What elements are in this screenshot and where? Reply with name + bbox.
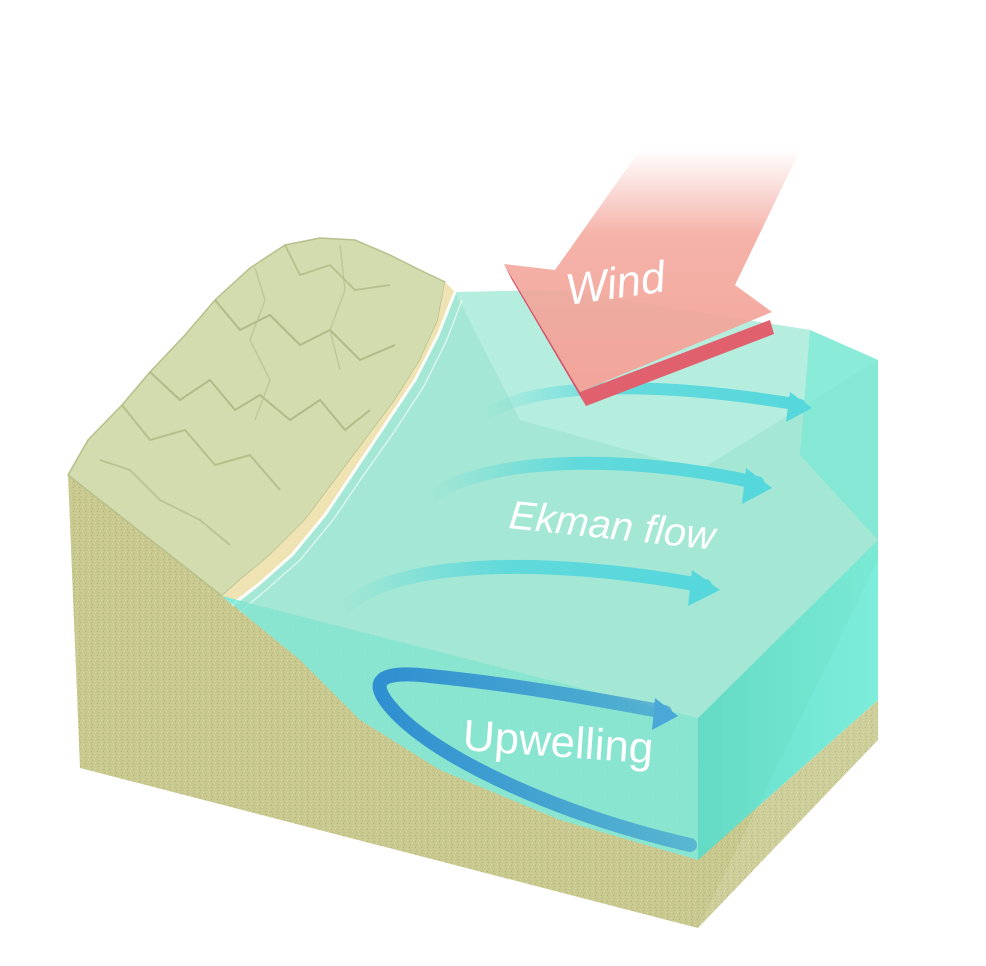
water-side-face — [698, 540, 878, 860]
wind-arrow — [504, 150, 800, 406]
ekman-arrow-2 — [423, 456, 765, 505]
upwelling-arrow — [372, 667, 697, 852]
ekman-arrow-3 — [333, 559, 712, 621]
water-front-face — [222, 596, 698, 860]
wind-arrow-body — [504, 150, 800, 392]
